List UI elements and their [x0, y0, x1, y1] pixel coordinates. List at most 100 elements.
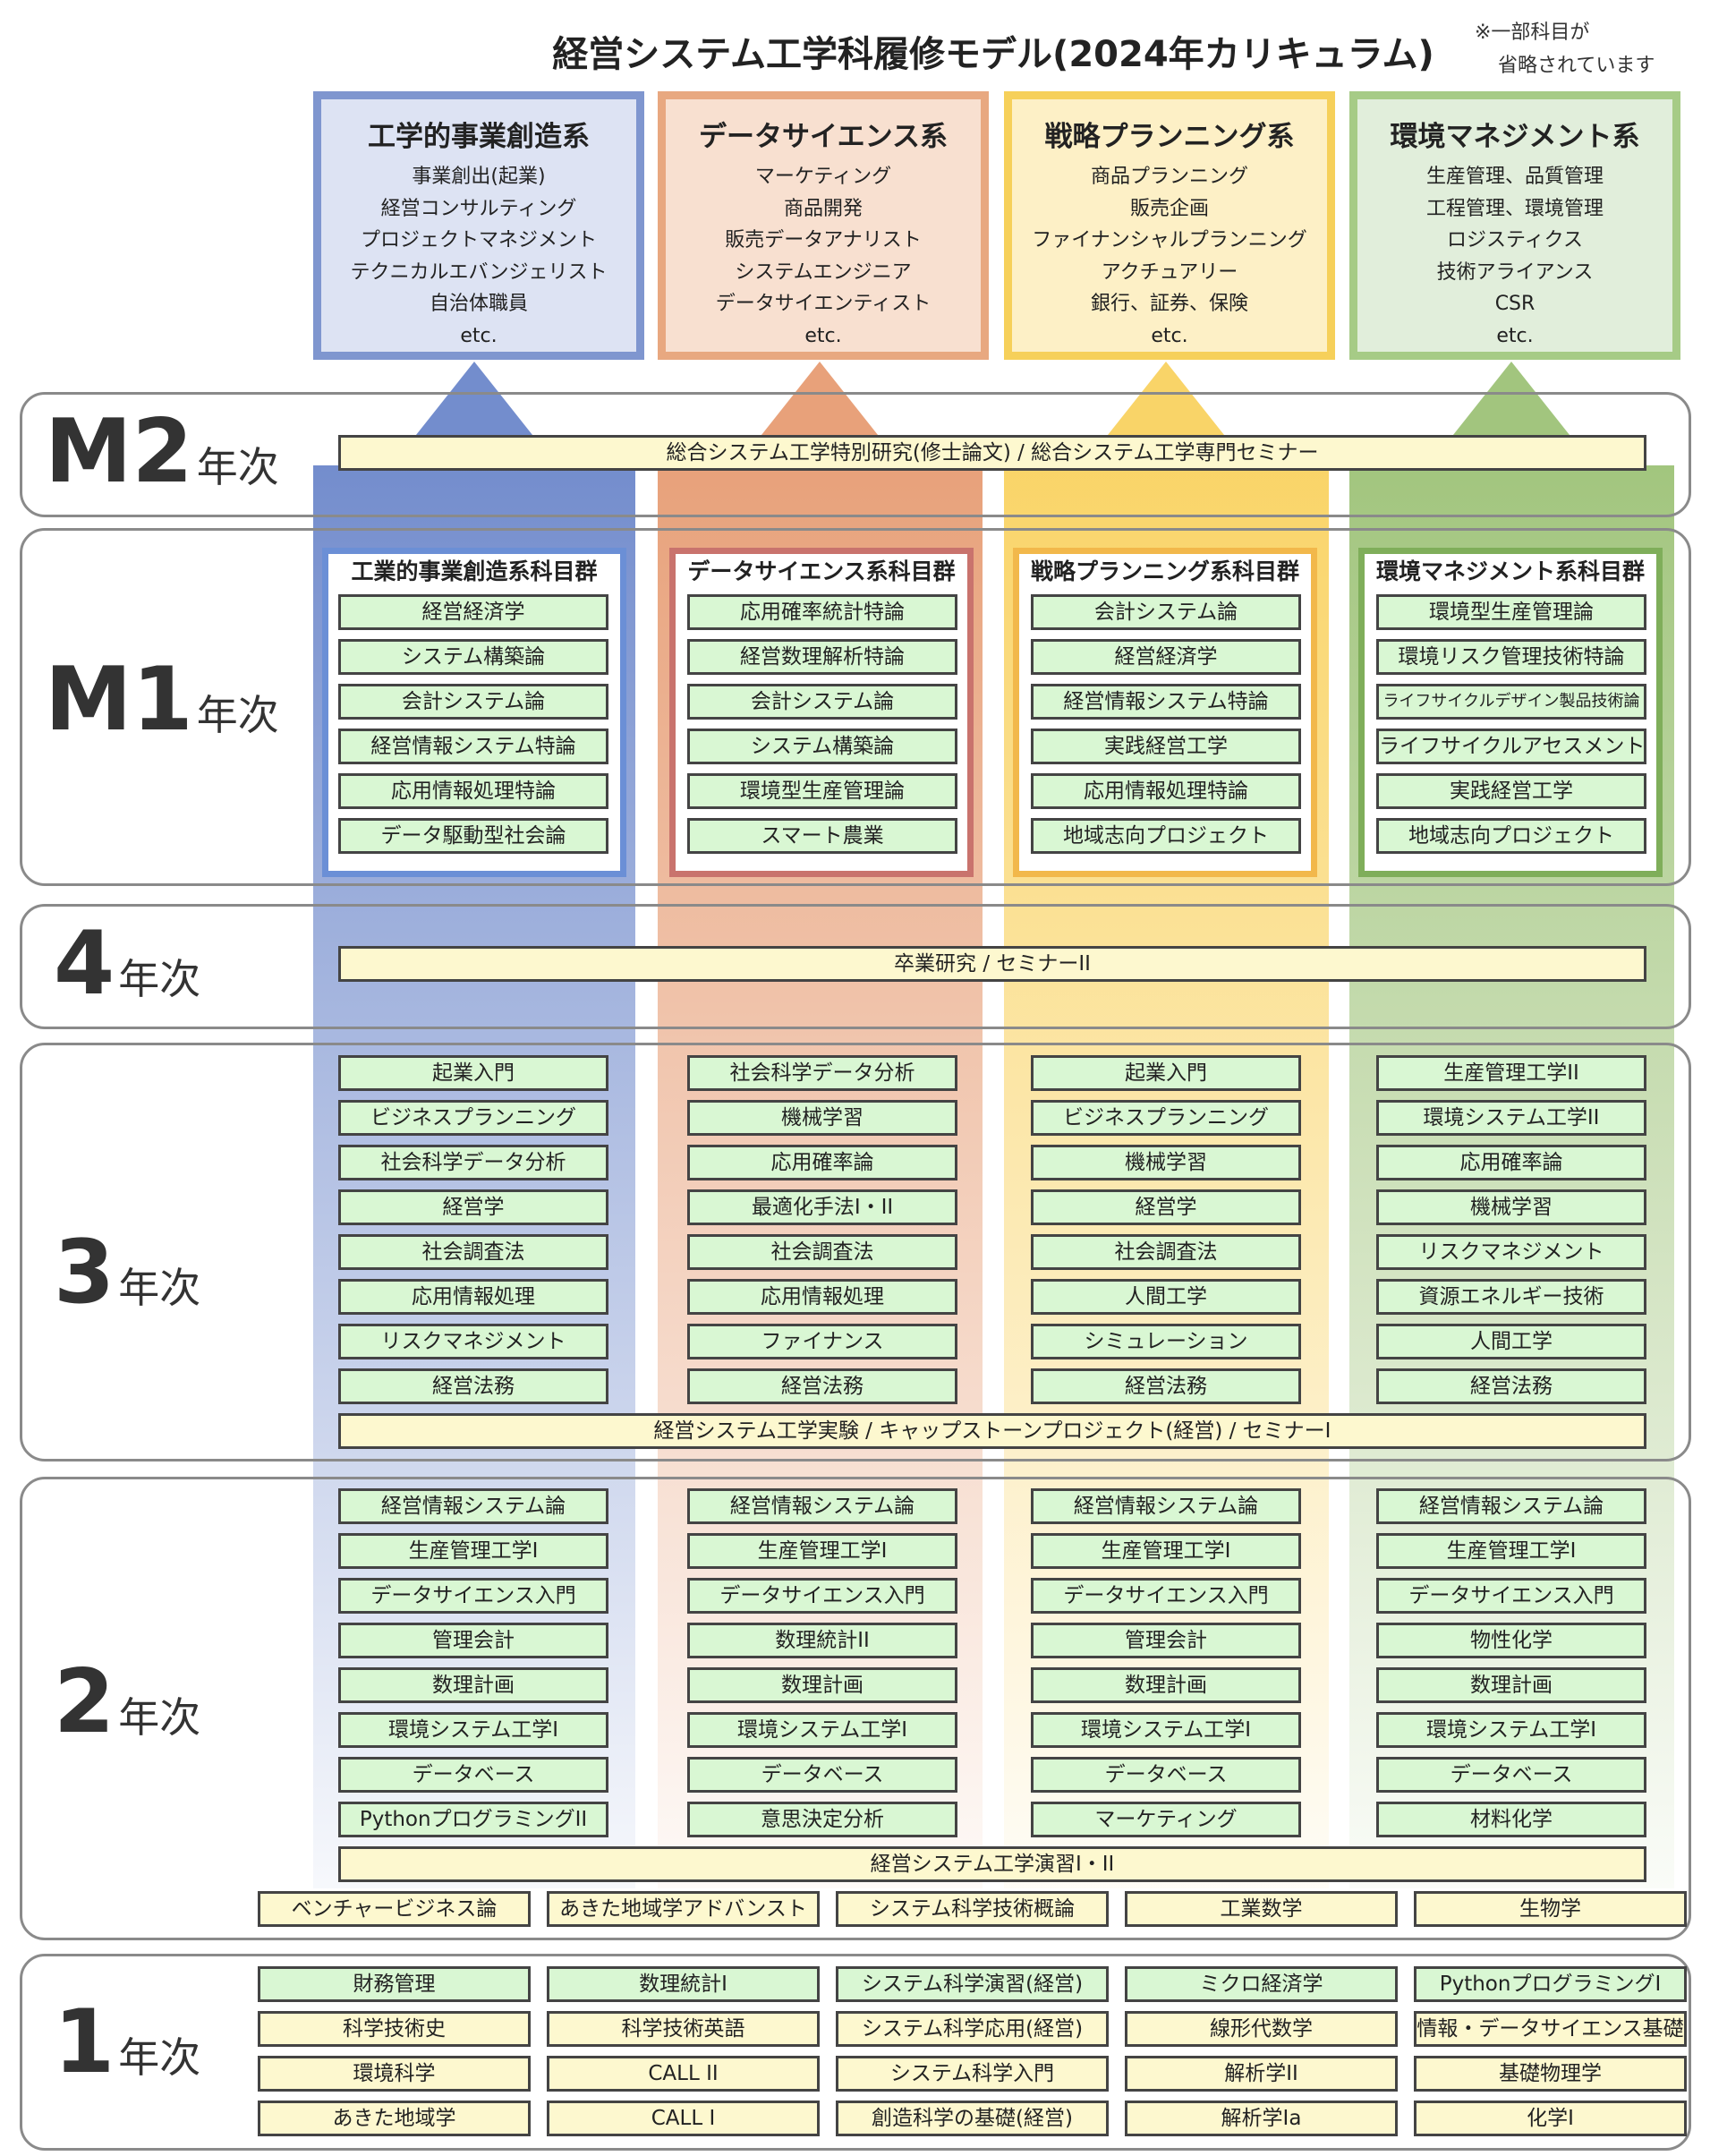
m1-course: システム構築論	[687, 729, 957, 764]
y1-course: 科学技術英語	[547, 2011, 820, 2047]
y3-course: 社会科学データ分析	[338, 1145, 608, 1180]
y2-course: 環境システム工学I	[687, 1712, 957, 1748]
y2-course: 生産管理工学I	[338, 1533, 608, 1569]
career-box-environment: 環境マネジメント系 生産管理、品質管理 工程管理、環境管理 ロジスティクス 技術…	[1349, 91, 1680, 360]
y3-course: 応用情報処理	[687, 1279, 957, 1315]
year-number: M2	[45, 401, 193, 503]
y1-course: PythonプログラミングI	[1414, 1966, 1687, 2002]
y3-course: シミュレーション	[1031, 1324, 1301, 1359]
year-band-3	[20, 1043, 1691, 1461]
y1-course: 基礎物理学	[1414, 2056, 1687, 2092]
year-suffix: 年次	[196, 691, 279, 739]
y4-common-bar: 卒業研究 / セミナーII	[338, 946, 1646, 982]
y2-course: 数理計画	[687, 1667, 957, 1703]
year-band-4	[20, 904, 1691, 1029]
y2-course: 数理計画	[1031, 1667, 1301, 1703]
y1-course: CALL I	[547, 2101, 820, 2136]
y2-extra-course: システム科学技術概論	[836, 1891, 1109, 1927]
career-line: ロジスティクス	[1446, 229, 1584, 251]
y3-common-bar: 経営システム工学実験 / キャップストーンプロジェクト(経営) / セミナーI	[338, 1413, 1646, 1449]
career-line: マーケティング	[754, 166, 892, 188]
year-suffix: 年次	[196, 443, 279, 491]
note-line: ※一部科目が	[1475, 21, 1590, 44]
y3-course: 社会科学データ分析	[687, 1055, 957, 1091]
y1-course: システム科学入門	[836, 2056, 1109, 2092]
career-line: システムエンジニア	[735, 260, 912, 284]
y3-course: 人間工学	[1031, 1279, 1301, 1315]
y1-course: 創造科学の基礎(経営)	[836, 2101, 1109, 2136]
y2-course: 生産管理工学I	[687, 1533, 957, 1569]
career-line: 販売企画	[1129, 197, 1209, 220]
y2-course: 経営情報システム論	[1376, 1488, 1646, 1524]
y3-course: 生産管理工学II	[1376, 1055, 1646, 1091]
year-label-2: 2年次	[54, 1651, 200, 1753]
career-line: etc.	[460, 324, 498, 347]
m1-course: 応用情報処理特論	[1031, 773, 1301, 809]
year-number: 2	[54, 1651, 115, 1753]
y3-course: 機械学習	[1376, 1189, 1646, 1225]
y1-course: 解析学II	[1125, 2056, 1398, 2092]
y3-course: 経営法務	[1376, 1368, 1646, 1404]
career-line: 工程管理、環境管理	[1425, 197, 1604, 220]
y3-course: 環境システム工学II	[1376, 1100, 1646, 1136]
career-line: etc.	[1151, 324, 1188, 347]
y3-course: ビジネスプランニング	[338, 1100, 608, 1136]
y3-course: リスクマネジメント	[338, 1324, 608, 1359]
career-line: プロジェクトマネジメント	[360, 229, 597, 251]
year-label-m2: M2年次	[45, 401, 279, 503]
m1-course: 経営数理解析特論	[687, 639, 957, 675]
m1-group-title: データサイエンス系科目群	[687, 558, 956, 584]
y1-course: 情報・データサイエンス基礎	[1414, 2011, 1687, 2047]
y2-extra-course: 生物学	[1414, 1891, 1687, 1927]
y1-course: CALL II	[547, 2056, 820, 2092]
y2-course: 意思決定分析	[687, 1802, 957, 1837]
y2-common-bar: 経営システム工学演習I・II	[338, 1846, 1646, 1882]
y3-course: 起業入門	[338, 1055, 608, 1091]
y3-course: 応用確率論	[687, 1145, 957, 1180]
career-line: etc.	[1496, 324, 1534, 347]
year-number: 1	[54, 1991, 115, 2093]
career-box-strategy: 戦略プランニング系 商品プランニング 販売企画 ファイナンシャルプランニング ア…	[1004, 91, 1335, 360]
y2-extra-course: 工業数学	[1125, 1891, 1398, 1927]
y2-course: 環境システム工学I	[1031, 1712, 1301, 1748]
m1-course: 経営経済学	[338, 594, 608, 630]
y1-course: 環境科学	[258, 2056, 531, 2092]
y2-course: 管理会計	[338, 1623, 608, 1658]
y2-extra-course: ベンチャービジネス論	[258, 1891, 531, 1927]
year-number: 4	[54, 913, 115, 1015]
y1-course: あきた地域学	[258, 2101, 531, 2136]
m1-course: 応用確率統計特論	[687, 594, 957, 630]
y1-course: 科学技術史	[258, 2011, 531, 2047]
y2-course: 物性化学	[1376, 1623, 1646, 1658]
y2-course: PythonプログラミングII	[338, 1802, 608, 1837]
y2-course: データベース	[1376, 1757, 1646, 1793]
year-band-1	[20, 1954, 1691, 2151]
m1-course: ライフサイクルデザイン製品技術論	[1376, 684, 1646, 720]
m1-course: 応用情報処理特論	[338, 773, 608, 809]
y2-course: 数理計画	[1376, 1667, 1646, 1703]
career-title: 環境マネジメント系	[1390, 121, 1640, 153]
y2-course: 生産管理工学I	[1031, 1533, 1301, 1569]
m1-group-title: 工業的事業創造系科目群	[351, 558, 598, 584]
year-number: 3	[54, 1222, 115, 1324]
y2-course: 経営情報システム論	[687, 1488, 957, 1524]
career-line: 銀行、証券、保険	[1090, 293, 1248, 315]
year-suffix: 年次	[118, 1264, 201, 1312]
career-line: 生産管理、品質管理	[1425, 166, 1604, 188]
year-label-1: 1年次	[54, 1991, 200, 2093]
y3-course: 最適化手法I・II	[687, 1189, 957, 1225]
y3-course: 経営法務	[338, 1368, 608, 1404]
y2-course: 材料化学	[1376, 1802, 1646, 1837]
m1-course: 実践経営工学	[1031, 729, 1301, 764]
y2-course: データサイエンス入門	[687, 1578, 957, 1614]
y2-course: データベース	[338, 1757, 608, 1793]
y3-course: 社会調査法	[1031, 1234, 1301, 1270]
career-line: 事業創出(起業)	[412, 166, 546, 188]
m1-group-title: 環境マネジメント系科目群	[1375, 558, 1645, 584]
note-line: 省略されています	[1498, 55, 1655, 77]
m1-course: 会計システム論	[1031, 594, 1301, 630]
year-label-4: 4年次	[54, 913, 200, 1015]
y3-course: リスクマネジメント	[1376, 1234, 1646, 1270]
career-line: 自治体職員	[429, 293, 528, 315]
y2-course: 環境システム工学I	[1376, 1712, 1646, 1748]
